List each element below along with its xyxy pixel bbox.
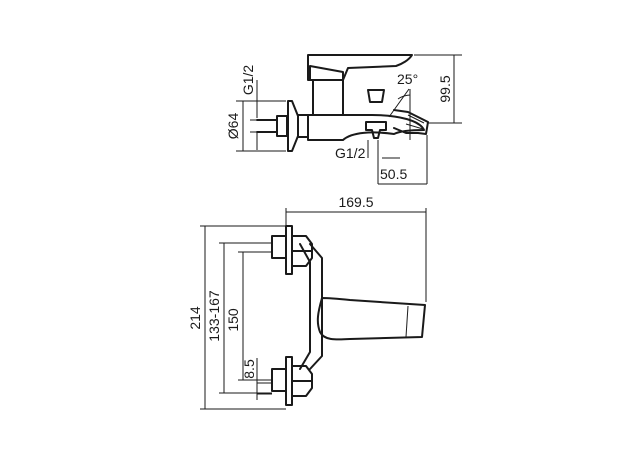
upper-inlet-stub (271, 235, 287, 259)
dim-width-lines (285, 208, 427, 302)
dim-thread-bottom-lines (367, 140, 400, 162)
side-lever (307, 54, 413, 81)
dim-thread-bottom: G1/2 (335, 145, 366, 161)
side-view: Ø64 G1/2 G1/2 50.5 99.5 25° (225, 54, 462, 185)
side-lever-base (309, 65, 344, 81)
dim-flange-dia: Ø64 (225, 113, 241, 140)
angle-arc (397, 94, 411, 100)
dim-angle: 25° (397, 71, 418, 87)
lower-inlet-stub (271, 368, 287, 392)
dim-thread-top: G1/2 (240, 65, 256, 96)
dim-outlet-offset: 50.5 (380, 166, 407, 182)
front-inlet-upper (271, 225, 313, 275)
dim-offset: 8.5 (241, 359, 257, 379)
side-holder (367, 89, 385, 103)
dim-center-range: 133-167 (206, 290, 222, 342)
front-view: 169.5 214 133-167 150 8.5 (187, 194, 427, 410)
dim-center-nominal: 150 (225, 308, 241, 332)
side-inlet-nut (276, 115, 288, 137)
dim-center-range-lines (219, 242, 272, 394)
side-column (312, 79, 344, 116)
side-flange (287, 100, 299, 152)
front-spout (316, 297, 426, 341)
lower-flange (285, 356, 293, 406)
dim-thread-top-lines (250, 80, 262, 150)
side-inlet-stub (256, 119, 278, 133)
angle-line-inclined (388, 88, 410, 118)
dim-center-nominal-lines (238, 251, 272, 381)
side-connector (297, 114, 309, 138)
dim-total-height: 214 (187, 306, 203, 330)
front-body-vertical (299, 243, 323, 370)
dim-outlet-lines (377, 135, 428, 185)
side-spout-detail (405, 114, 425, 130)
lower-nut (291, 365, 313, 397)
dim-height-lines (414, 54, 462, 124)
dim-width: 169.5 (338, 194, 373, 210)
upper-flange (285, 225, 293, 275)
dim-flange-lines (236, 100, 286, 152)
front-spout-line (405, 305, 409, 338)
dim-offset-lines (256, 358, 272, 400)
dim-height: 99.5 (437, 75, 453, 102)
upper-nut (291, 235, 313, 267)
dim-total-height-lines (200, 225, 286, 410)
front-inlet-lower (271, 356, 313, 406)
side-diverter (365, 121, 387, 139)
side-body (307, 114, 425, 141)
